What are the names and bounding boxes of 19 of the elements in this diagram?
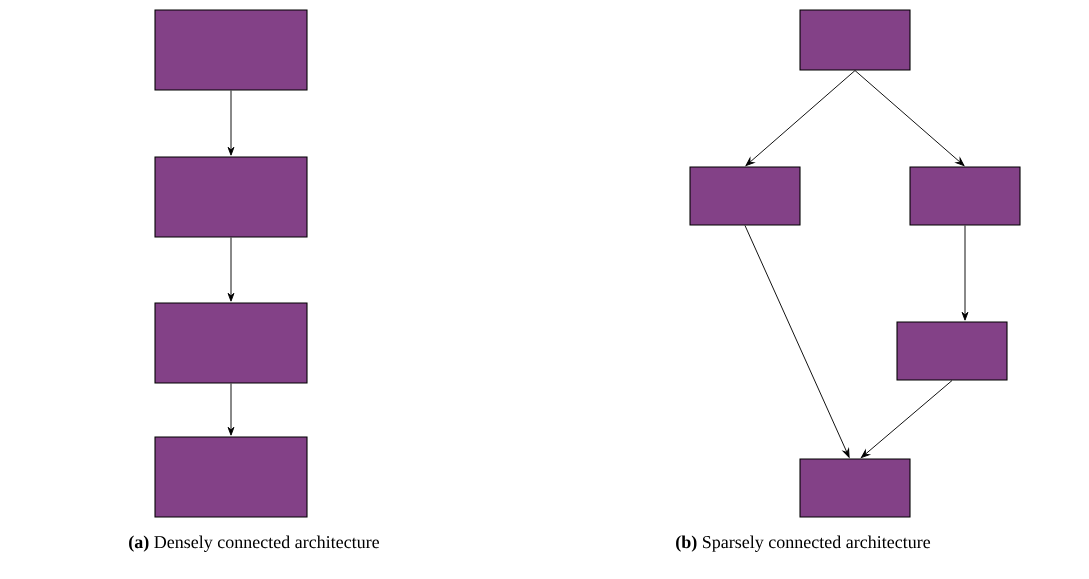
arrow [227,383,235,436]
arrow [961,225,969,321]
box [909,166,1021,226]
box [154,9,308,91]
box [799,458,911,518]
arrow [854,70,965,167]
box [689,166,801,226]
arrow [227,90,235,156]
box [154,436,308,518]
arrow [860,380,953,459]
box [896,321,1008,381]
caption: (a) Densely connected architecture [129,535,380,552]
arrow [745,70,856,167]
box [154,156,308,238]
arrow [744,225,850,458]
box [799,9,911,71]
caption: (b) Sparsely connected architecture [676,535,931,552]
arrow [227,237,235,302]
box [154,302,308,384]
